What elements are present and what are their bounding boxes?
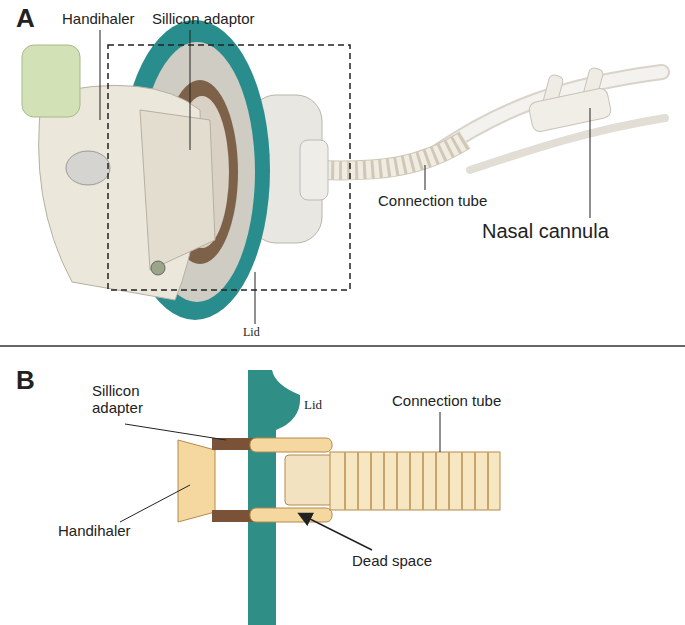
part-label: Connection tube: [392, 392, 501, 409]
part-label: Lid: [243, 326, 260, 340]
part-label: Dead space: [352, 552, 432, 569]
panel-letter: B: [16, 366, 35, 396]
part-label: Lid: [304, 398, 322, 413]
part-label: Sillicon adaptor: [152, 10, 255, 27]
panel-letter: A: [16, 4, 35, 34]
part-label: Handihaler: [62, 10, 135, 27]
part-label: Nasal cannula: [482, 220, 609, 243]
part-label: Sillicon adapter: [92, 382, 158, 417]
part-label: Connection tube: [378, 192, 487, 209]
part-label: Handihaler: [58, 522, 131, 539]
